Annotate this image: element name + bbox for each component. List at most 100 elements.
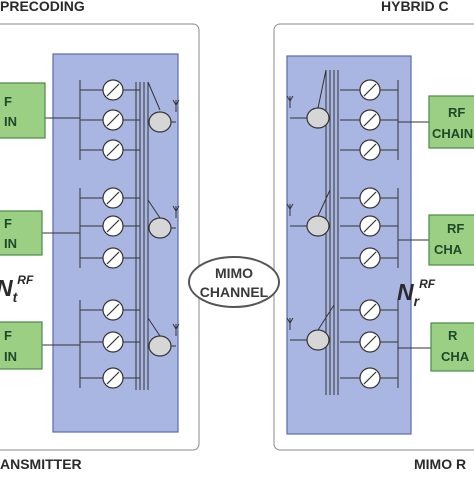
combiners bbox=[148, 107, 330, 357]
hybrid-label: HYBRID C bbox=[381, 0, 449, 14]
nt-rf-label: Nt RF bbox=[0, 273, 34, 305]
tx-diag-3 bbox=[147, 317, 161, 337]
tx-phase-shifter-1-3-slash bbox=[106, 143, 120, 157]
rx-diag-3 bbox=[317, 304, 335, 331]
receiver-label: MIMO R bbox=[414, 456, 466, 472]
rx-phase-shifter-3-1 bbox=[359, 299, 381, 321]
rx-antenna-1-head bbox=[286, 95, 294, 102]
rx-phase-shifter-2-3-slash bbox=[363, 251, 377, 265]
rx-phase-shifter-2-2 bbox=[359, 215, 381, 237]
nt-base: N bbox=[0, 275, 13, 301]
rx-phase-shifter-1-3 bbox=[359, 139, 381, 161]
tx-rf-chain-2-line2: IN bbox=[4, 236, 17, 251]
tx-combiner-1 bbox=[148, 111, 172, 133]
tx-antenna-1 bbox=[172, 99, 180, 112]
tx-phase-shifter-2-2 bbox=[102, 215, 124, 237]
rx-rf-chain-2-box bbox=[428, 214, 474, 266]
tx-phase-shifter-2-2-slash bbox=[106, 219, 120, 233]
rx-antenna-1 bbox=[286, 95, 294, 108]
rx-antenna-3-head bbox=[286, 317, 294, 324]
tx-combiner-3 bbox=[148, 335, 172, 357]
tx-phase-shifter-1-2 bbox=[102, 109, 124, 131]
tx-rf-chain-3-line2: IN bbox=[4, 349, 17, 364]
mimo-channel-line1: MIMO bbox=[215, 265, 253, 281]
tx-antenna-2-head bbox=[172, 205, 180, 212]
rx-phase-shifter-3-3 bbox=[359, 367, 381, 389]
rx-rf-chain-3-box bbox=[430, 322, 474, 372]
tx-phase-shifter-3-3-slash bbox=[106, 371, 120, 385]
rx-phase-shifter-3-3-slash bbox=[363, 371, 377, 385]
rx-rf-chain-1-line1: RF bbox=[448, 105, 465, 120]
rx-rf-chain-3-line2: CHA bbox=[441, 349, 470, 364]
tx-phase-shifter-3-1 bbox=[102, 299, 124, 321]
tx-phase-shifter-3-2 bbox=[102, 331, 124, 353]
tx-phase-shifter-3-2-slash bbox=[106, 335, 120, 349]
tx-rf-chain-1-line1: F bbox=[4, 94, 12, 109]
mimo-channel-ellipse bbox=[188, 256, 280, 308]
rx-phase-shifter-1-2 bbox=[359, 109, 381, 131]
nr-rf-label: Nr RF bbox=[397, 277, 436, 309]
tx-rf-chain-1: F IN bbox=[0, 82, 46, 139]
tx-rf-chain-3-line1: F bbox=[4, 328, 12, 343]
tx-diag-1 bbox=[147, 81, 161, 111]
rx-phase-shifter-1-1 bbox=[359, 79, 381, 101]
svg-text:NtRF: Nt RF bbox=[0, 273, 34, 305]
rx-rf-chain-1-line2: CHAIN bbox=[432, 126, 473, 141]
rx-phase-shifter-3-2-slash bbox=[363, 335, 377, 349]
rx-rf-chain-2: RF CHA bbox=[428, 214, 474, 266]
rx-diag-1 bbox=[317, 69, 327, 109]
rx-antenna-2-head bbox=[286, 203, 294, 210]
rx-phase-shifter-2-1 bbox=[359, 187, 381, 209]
rx-phase-shifter-3-2 bbox=[359, 331, 381, 353]
rx-antenna-3 bbox=[286, 317, 294, 330]
tx-phase-shifter-1-2-slash bbox=[106, 113, 120, 127]
tx-antenna-2 bbox=[172, 205, 180, 218]
tx-antenna-1-head bbox=[172, 99, 180, 106]
nt-superscript: RF bbox=[17, 273, 34, 287]
antennas bbox=[172, 95, 294, 336]
rx-combiner-1 bbox=[306, 107, 330, 129]
rx-combiner-2 bbox=[306, 215, 330, 237]
precoding-label: PRECODING bbox=[0, 0, 85, 14]
wiring bbox=[42, 69, 431, 395]
tx-rf-chain-3: F IN bbox=[0, 321, 43, 370]
nr-base: N bbox=[397, 279, 414, 305]
mimo-channel: MIMO CHANNEL bbox=[188, 256, 280, 308]
mimo-channel-line2: CHANNEL bbox=[200, 284, 269, 300]
tx-phase-shifter-3-1-slash bbox=[106, 303, 120, 317]
nt-subscript: t bbox=[13, 289, 19, 305]
nr-superscript: RF bbox=[419, 277, 436, 291]
rx-antenna-2 bbox=[286, 203, 294, 216]
svg-text:NrRF: Nr RF bbox=[397, 277, 436, 309]
tx-diag-2 bbox=[147, 199, 161, 219]
tx-antenna-3-head bbox=[172, 323, 180, 330]
nr-subscript: r bbox=[414, 293, 421, 309]
tx-antenna-3 bbox=[172, 323, 180, 336]
tx-rf-chain-2-box bbox=[0, 210, 43, 256]
tx-combiner-2 bbox=[148, 217, 172, 239]
rx-rf-chain-3: R CHA bbox=[430, 322, 474, 372]
rx-rf-chain-2-line2: CHA bbox=[434, 242, 463, 257]
rx-rf-chain-2-line1: RF bbox=[447, 221, 464, 236]
phase-shifters bbox=[102, 79, 381, 389]
tx-phase-shifter-2-1 bbox=[102, 187, 124, 209]
rx-phase-shifter-2-1-slash bbox=[363, 191, 377, 205]
rx-rf-chain-1: RF CHAIN bbox=[428, 95, 474, 149]
rx-combiner-3 bbox=[306, 329, 330, 351]
tx-phase-shifter-2-3 bbox=[102, 247, 124, 269]
tx-phase-shifter-1-3 bbox=[102, 139, 124, 161]
tx-phase-shifter-1-1 bbox=[102, 79, 124, 101]
rx-phase-shifter-3-1-slash bbox=[363, 303, 377, 317]
rx-rf-chain-1-box bbox=[428, 95, 474, 149]
tx-phase-shifter-2-3-slash bbox=[106, 251, 120, 265]
rx-diag-2 bbox=[317, 189, 331, 217]
tx-rf-chain-1-line2: IN bbox=[4, 114, 17, 129]
rx-phase-shifter-2-2-slash bbox=[363, 219, 377, 233]
tx-rf-chain-2-line1: F bbox=[4, 216, 12, 231]
tx-rf-chain-1-box bbox=[0, 82, 46, 139]
tx-phase-shifter-3-3 bbox=[102, 367, 124, 389]
tx-rf-chain-3-box bbox=[0, 321, 43, 370]
transmitter-label: ANSMITTER bbox=[0, 456, 82, 472]
